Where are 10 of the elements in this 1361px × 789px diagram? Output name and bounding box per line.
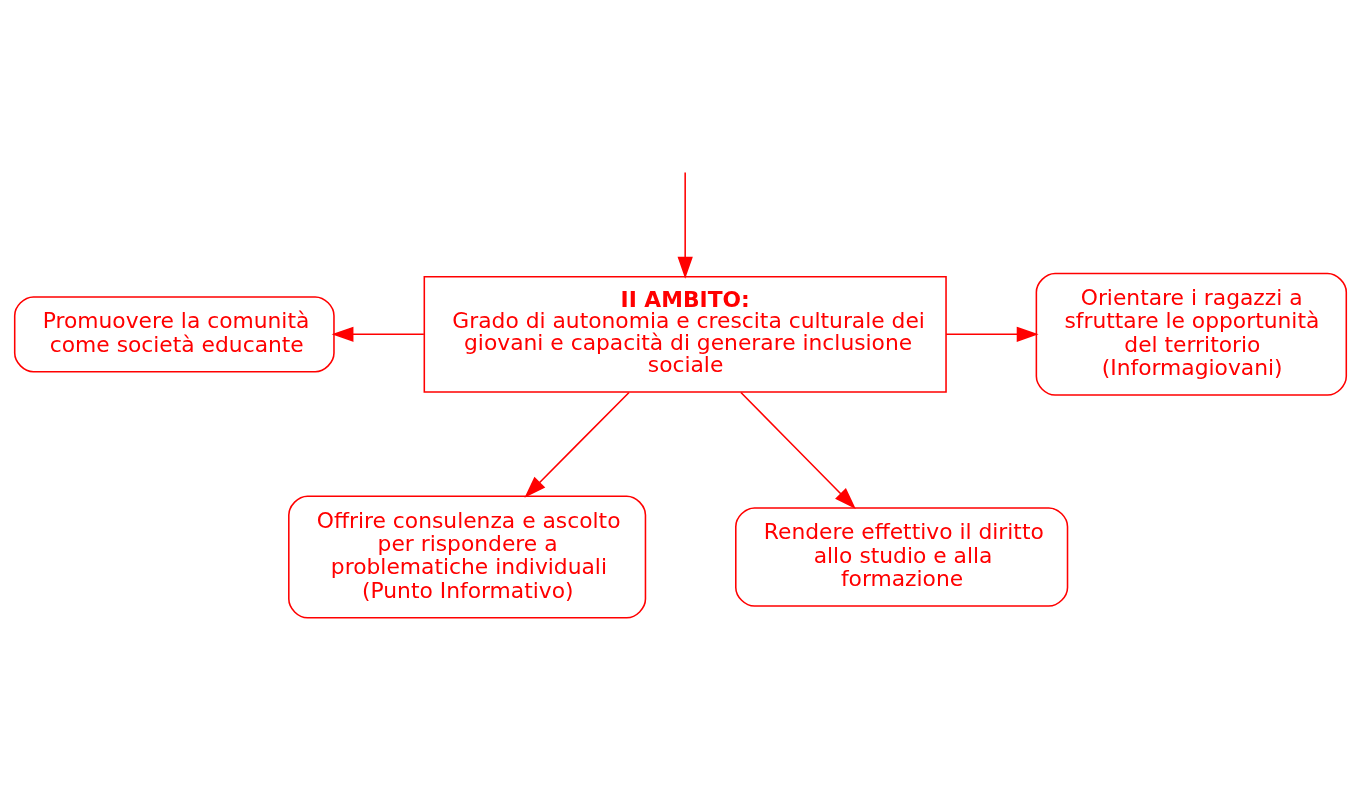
node-box: Promuovere la comunità come società educante bbox=[13, 296, 335, 373]
node-box: Rendere effettivo il diritto allo studio e alla formazione bbox=[735, 507, 1069, 607]
node-box: II AMBITO: Grado di autonomia e crescita culturale dei giovani e capacità di generare inclusione sociale bbox=[423, 275, 947, 393]
arrow bbox=[524, 391, 630, 498]
arrow bbox=[331, 326, 425, 342]
arrow bbox=[945, 326, 1039, 342]
node-box: Orientare i ragazzi a sfruttare le opportunità del territorio (Informagiovani) bbox=[1035, 272, 1348, 396]
arrow bbox=[677, 171, 693, 279]
node-box: Offrire consulenza e ascolto per rispondere a problematiche individuali (Punto Informativo) bbox=[288, 495, 647, 619]
arrow bbox=[740, 391, 856, 509]
